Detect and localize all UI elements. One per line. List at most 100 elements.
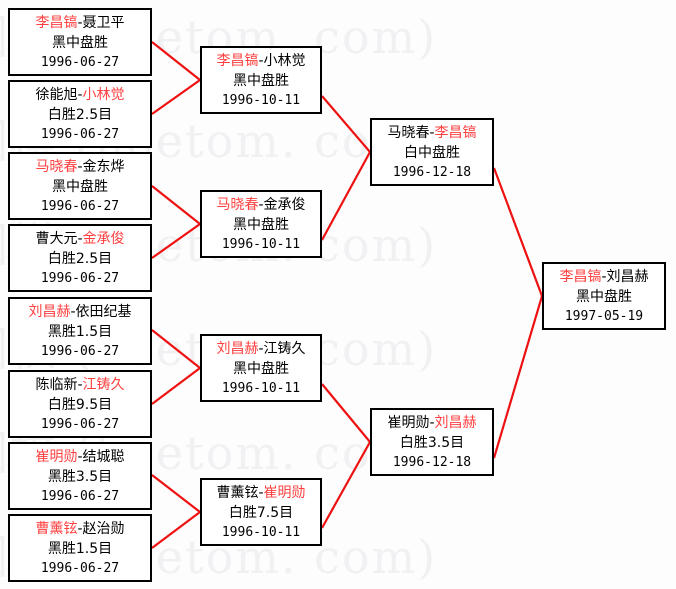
connector-line bbox=[321, 151, 371, 241]
match-players: 刘昌赫-江铸久 bbox=[202, 340, 320, 360]
player-loser: 曹大元 bbox=[35, 231, 78, 247]
player-loser: 结城聪 bbox=[82, 449, 125, 465]
match-date: 1996-10-11 bbox=[221, 92, 301, 108]
match-result: 白胜9.5目 bbox=[47, 396, 113, 413]
match-players: 李昌镐-小林觉 bbox=[202, 52, 320, 72]
match-box[interactable]: 李昌镐-聂卫平 黑中盘胜 1996-06-27 bbox=[8, 8, 152, 76]
match-date: 1996-06-27 bbox=[40, 270, 120, 286]
match-players: 曹薰铉-赵治勋 bbox=[10, 520, 150, 540]
match-result: 白胜2.5目 bbox=[47, 250, 113, 267]
match-date: 1996-06-27 bbox=[40, 343, 120, 359]
connector-line bbox=[151, 329, 201, 369]
player-loser: 江铸久 bbox=[263, 341, 306, 357]
match-result: 黑中盘胜 bbox=[52, 178, 108, 195]
player-winner: 李昌镐 bbox=[559, 269, 602, 285]
match-result: 黑胜1.5目 bbox=[47, 323, 113, 340]
player-loser: 金东烨 bbox=[82, 159, 125, 175]
match-players: 陈临新-江铸久 bbox=[10, 376, 150, 396]
connector-line bbox=[321, 95, 371, 153]
player-loser: 小林觉 bbox=[263, 53, 306, 69]
player-loser: 刘昌赫 bbox=[606, 269, 649, 285]
player-separator: - bbox=[77, 159, 83, 175]
player-loser: 聂卫平 bbox=[82, 15, 125, 31]
match-date: 1996-10-11 bbox=[221, 236, 301, 252]
match-box[interactable]: 李昌镐-小林觉 黑中盘胜 1996-10-11 bbox=[200, 46, 322, 114]
match-box[interactable]: 崔明勋-结城聪 黑胜3.5目 1996-06-27 bbox=[8, 442, 152, 510]
match-date: 1996-06-27 bbox=[40, 126, 120, 142]
player-separator: - bbox=[77, 449, 83, 465]
match-date: 1996-06-27 bbox=[40, 560, 120, 576]
player-separator: - bbox=[77, 15, 83, 31]
player-loser: 曹薰铉 bbox=[216, 485, 259, 501]
match-box[interactable]: 曹大元-金承俊 白胜2.5目 1996-06-27 bbox=[8, 224, 152, 292]
player-separator: - bbox=[258, 485, 264, 501]
match-result: 白中盘胜 bbox=[404, 144, 460, 161]
player-separator: - bbox=[77, 231, 83, 247]
match-players: 马晓春-金东烨 bbox=[10, 158, 150, 178]
match-box[interactable]: 刘昌赫-依田纪基 黑胜1.5目 1996-06-27 bbox=[8, 297, 152, 365]
connector-line bbox=[492, 295, 544, 459]
match-box[interactable]: 马晓春-金东烨 黑中盘胜 1996-06-27 bbox=[8, 152, 152, 220]
match-box[interactable]: 马晓春-李昌镐 白中盘胜 1996-12-18 bbox=[370, 118, 494, 186]
player-winner: 李昌镐 bbox=[216, 53, 259, 69]
match-players: 马晓春-金承俊 bbox=[202, 196, 320, 216]
match-date: 1996-10-11 bbox=[221, 380, 301, 396]
match-players: 曹薰铉-崔明勋 bbox=[202, 484, 320, 504]
match-box[interactable]: 曹薰铉-赵治勋 黑胜1.5目 1996-06-27 bbox=[8, 514, 152, 582]
player-separator: - bbox=[70, 304, 76, 320]
player-winner: 小林觉 bbox=[82, 87, 125, 103]
player-separator: - bbox=[601, 269, 607, 285]
player-separator: - bbox=[258, 197, 264, 213]
match-date: 1996-12-18 bbox=[392, 454, 472, 470]
player-separator: - bbox=[77, 87, 83, 103]
match-players: 马晓春-李昌镐 bbox=[372, 124, 492, 144]
match-box[interactable]: 马晓春-金承俊 黑中盘胜 1996-10-11 bbox=[200, 190, 322, 258]
connector-line bbox=[321, 383, 371, 443]
match-box-final[interactable]: 李昌镐-刘昌赫 黑中盘胜 1997-05-19 bbox=[542, 262, 666, 330]
match-date: 1996-06-27 bbox=[40, 54, 120, 70]
match-result: 黑胜3.5目 bbox=[47, 468, 113, 485]
player-winner: 刘昌赫 bbox=[216, 341, 259, 357]
match-box[interactable]: 徐能旭-小林觉 白胜2.5目 1996-06-27 bbox=[8, 80, 152, 148]
match-result: 黑胜1.5目 bbox=[47, 540, 113, 557]
player-separator: - bbox=[429, 415, 435, 431]
player-separator: - bbox=[77, 377, 83, 393]
player-loser: 马晓春 bbox=[387, 125, 430, 141]
match-result: 白胜7.5目 bbox=[228, 504, 294, 521]
match-date: 1996-12-18 bbox=[392, 164, 472, 180]
match-result: 白胜2.5目 bbox=[47, 106, 113, 123]
player-winner: 刘昌赫 bbox=[28, 304, 71, 320]
player-winner: 刘昌赫 bbox=[434, 415, 477, 431]
match-box[interactable]: 陈临新-江铸久 白胜9.5目 1996-06-27 bbox=[8, 370, 152, 438]
player-separator: - bbox=[429, 125, 435, 141]
match-box[interactable]: 刘昌赫-江铸久 黑中盘胜 1996-10-11 bbox=[200, 334, 322, 402]
connector-line bbox=[321, 441, 371, 529]
connector-line bbox=[151, 79, 201, 115]
match-date: 1997-05-19 bbox=[564, 308, 644, 324]
match-players: 李昌镐-刘昌赫 bbox=[544, 268, 664, 288]
match-date: 1996-06-27 bbox=[40, 416, 120, 432]
connector-line bbox=[492, 167, 544, 297]
match-box[interactable]: 崔明勋-刘昌赫 白胜3.5目 1996-12-18 bbox=[370, 408, 494, 476]
match-result: 黑中盘胜 bbox=[233, 360, 289, 377]
player-winner: 李昌镐 bbox=[434, 125, 477, 141]
match-players: 曹大元-金承俊 bbox=[10, 230, 150, 250]
match-date: 1996-06-27 bbox=[40, 488, 120, 504]
match-result: 白胜3.5目 bbox=[399, 434, 465, 451]
connector-line bbox=[151, 367, 201, 405]
player-winner: 曹薰铉 bbox=[35, 521, 78, 537]
match-box[interactable]: 曹薰铉-崔明勋 白胜7.5目 1996-10-11 bbox=[200, 478, 322, 546]
connector-line bbox=[151, 474, 201, 513]
player-separator: - bbox=[258, 53, 264, 69]
match-result: 黑中盘胜 bbox=[233, 72, 289, 89]
player-winner: 李昌镐 bbox=[35, 15, 78, 31]
match-result: 黑中盘胜 bbox=[52, 34, 108, 51]
match-players: 刘昌赫-依田纪基 bbox=[10, 303, 150, 323]
connector-line bbox=[151, 185, 201, 225]
player-loser: 依田纪基 bbox=[75, 304, 132, 320]
match-result: 黑中盘胜 bbox=[233, 216, 289, 233]
player-winner: 崔明勋 bbox=[35, 449, 78, 465]
match-date: 1996-10-11 bbox=[221, 524, 301, 540]
match-players: 徐能旭-小林觉 bbox=[10, 86, 150, 106]
connector-line bbox=[151, 41, 201, 81]
